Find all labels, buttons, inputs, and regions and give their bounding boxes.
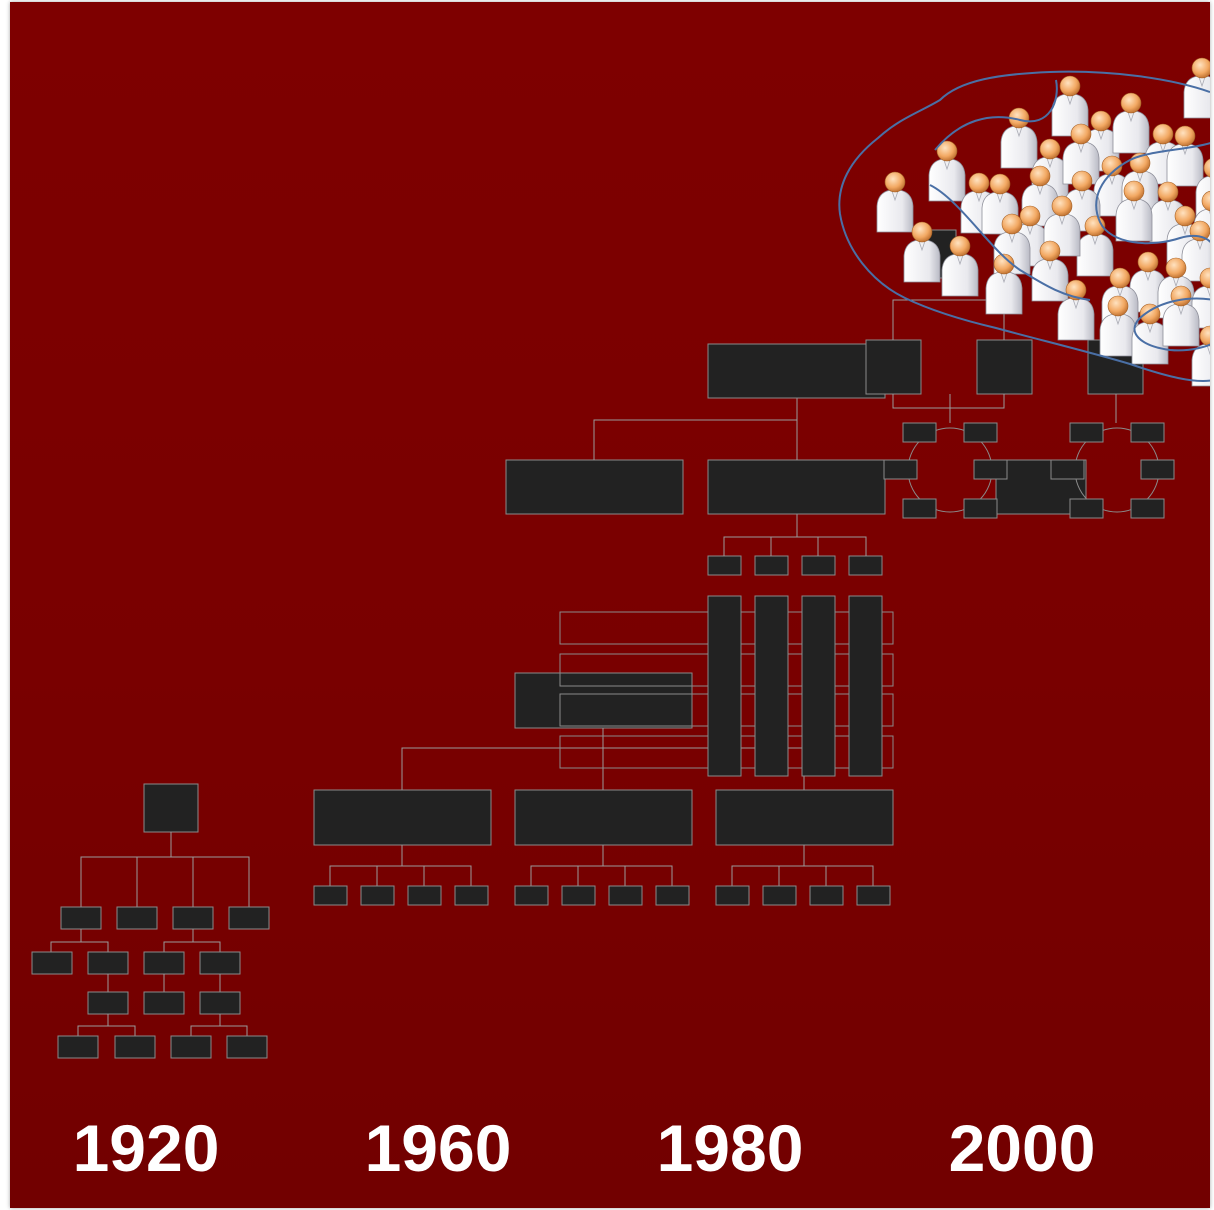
- connector-line: [531, 866, 672, 886]
- worker-box: [115, 1036, 155, 1058]
- worker-box: [171, 1036, 211, 1058]
- connector-line: [402, 748, 603, 790]
- team-lead-box: [88, 992, 128, 1014]
- unit-box: [810, 886, 843, 905]
- manager-box: [173, 907, 213, 929]
- connector-line: [330, 866, 471, 886]
- unit-box: [716, 886, 749, 905]
- person-icon: [1113, 93, 1149, 153]
- program-column-box: [849, 596, 882, 776]
- connector-line: [732, 866, 873, 886]
- person-icon: [929, 141, 965, 201]
- team-node-box: [964, 499, 997, 518]
- supervisor-box: [32, 952, 72, 974]
- division-head-box: [515, 673, 692, 728]
- unit-box: [656, 886, 689, 905]
- era-label-1960: 1960: [328, 1108, 548, 1188]
- connector-line: [893, 394, 1004, 408]
- connector-line: [81, 857, 249, 907]
- connector-line: [78, 1026, 135, 1036]
- connector-line: [51, 942, 108, 952]
- unit-box: [408, 886, 441, 905]
- unit-box: [515, 886, 548, 905]
- team-node-box: [1051, 460, 1084, 479]
- team-node-box: [1131, 499, 1164, 518]
- program-column-box: [708, 596, 741, 776]
- program-head-box: [849, 556, 882, 575]
- team-lead-box: [866, 340, 921, 394]
- connector-line: [191, 1026, 247, 1036]
- manager-box: [117, 907, 157, 929]
- team-node-box: [1070, 499, 1103, 518]
- ceo-box: [144, 784, 198, 832]
- function-box: [716, 790, 893, 845]
- team-lead-box: [977, 340, 1032, 394]
- unit-box: [455, 886, 488, 905]
- executive-box: [708, 344, 885, 398]
- team-node-box: [1131, 423, 1164, 442]
- team-node-box: [1141, 460, 1174, 479]
- team-node-box: [1070, 423, 1103, 442]
- manager-box: [61, 907, 101, 929]
- business-unit-box: [708, 460, 885, 514]
- team-node-box: [974, 460, 1007, 479]
- hierarchy-1920: [32, 784, 269, 1058]
- program-head-box: [755, 556, 788, 575]
- unit-box: [314, 886, 347, 905]
- program-column-box: [802, 596, 835, 776]
- person-icon: [877, 172, 913, 232]
- program-head-box: [802, 556, 835, 575]
- program-column-box: [755, 596, 788, 776]
- unit-box: [361, 886, 394, 905]
- supervisor-box: [88, 952, 128, 974]
- connector-line: [594, 420, 797, 460]
- unit-box: [763, 886, 796, 905]
- team-node-box: [903, 499, 936, 518]
- team-lead-box: [200, 992, 240, 1014]
- program-head-box: [708, 556, 741, 575]
- unit-box: [609, 886, 642, 905]
- connector-line: [724, 537, 866, 556]
- worker-box: [227, 1036, 267, 1058]
- unit-box: [562, 886, 595, 905]
- era-label-1980: 1980: [620, 1108, 840, 1188]
- worker-box: [58, 1036, 98, 1058]
- function-box: [314, 790, 491, 845]
- team-node-box: [964, 423, 997, 442]
- manager-box: [229, 907, 269, 929]
- team-node-box: [903, 423, 936, 442]
- team-lead-box: [144, 992, 184, 1014]
- era-label-2000: 2000: [912, 1108, 1132, 1188]
- era-label-1920: 1920: [36, 1108, 256, 1188]
- team-node-box: [884, 460, 917, 479]
- supervisor-box: [200, 952, 240, 974]
- supervisor-box: [144, 952, 184, 974]
- connector-line: [164, 942, 220, 952]
- function-box: [515, 790, 692, 845]
- unit-box: [857, 886, 890, 905]
- business-unit-box: [506, 460, 683, 514]
